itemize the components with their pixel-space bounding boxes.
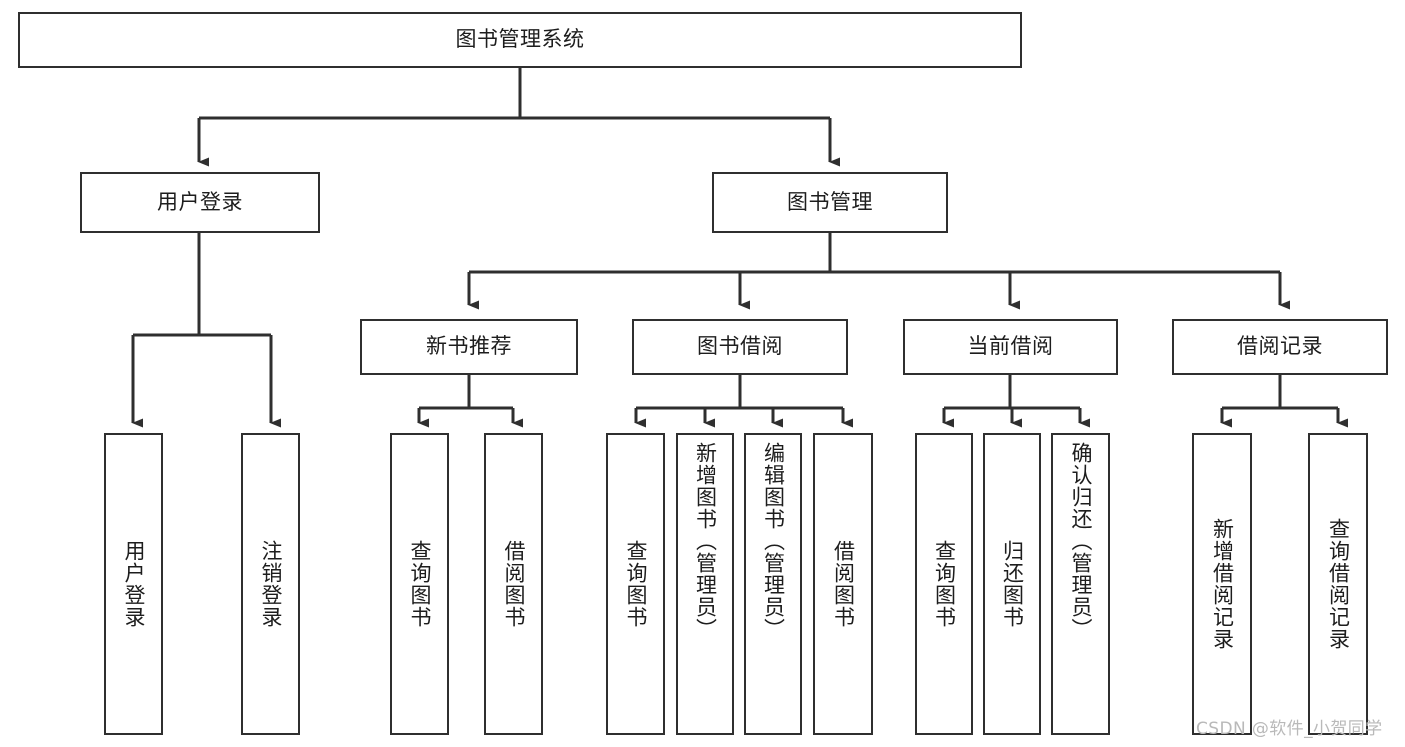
node-current-borrow[interactable]: 当前借阅 xyxy=(903,319,1118,375)
node-user-login[interactable]: 用户登录 xyxy=(80,172,320,233)
node-new-book-recommend-label: 新书推荐 xyxy=(426,334,512,359)
node-leaf-user-login-label: 用户登录 xyxy=(121,540,146,628)
node-leaf-return-book-label: 归还图书 xyxy=(1000,540,1025,628)
node-leaf-query-book-2-label: 查询图书 xyxy=(623,540,648,628)
node-leaf-confirm-return[interactable]: 确认归还（管理员） xyxy=(1051,433,1110,735)
node-leaf-edit-book[interactable]: 编辑图书（管理员） xyxy=(744,433,802,735)
node-leaf-query-book-3-label: 查询图书 xyxy=(932,540,957,628)
node-leaf-query-book-1[interactable]: 查询图书 xyxy=(390,433,449,735)
node-leaf-query-book-2[interactable]: 查询图书 xyxy=(606,433,665,735)
node-leaf-logout-login-label: 注销登录 xyxy=(258,540,283,628)
node-leaf-query-book-1-label: 查询图书 xyxy=(407,540,432,628)
node-book-borrow[interactable]: 图书借阅 xyxy=(632,319,848,375)
node-leaf-add-record[interactable]: 新增借阅记录 xyxy=(1192,433,1252,735)
node-leaf-borrow-book-1-label: 借阅图书 xyxy=(501,540,526,628)
node-leaf-query-book-3[interactable]: 查询图书 xyxy=(915,433,973,735)
node-book-borrow-label: 图书借阅 xyxy=(697,334,783,359)
node-book-manage[interactable]: 图书管理 xyxy=(712,172,948,233)
node-borrow-record[interactable]: 借阅记录 xyxy=(1172,319,1388,375)
node-leaf-add-book-label: 新增图书（管理员） xyxy=(693,442,718,640)
node-new-book-recommend[interactable]: 新书推荐 xyxy=(360,319,578,375)
node-leaf-borrow-book-2-label: 借阅图书 xyxy=(831,540,856,628)
node-leaf-logout-login[interactable]: 注销登录 xyxy=(241,433,300,735)
csdn-watermark: CSDN @软件_小贺同学 xyxy=(1196,719,1383,739)
node-leaf-borrow-book-2[interactable]: 借阅图书 xyxy=(813,433,873,735)
node-root[interactable]: 图书管理系统 xyxy=(18,12,1022,68)
node-leaf-user-login[interactable]: 用户登录 xyxy=(104,433,163,735)
node-leaf-return-book[interactable]: 归还图书 xyxy=(983,433,1041,735)
node-root-label: 图书管理系统 xyxy=(455,27,585,52)
node-leaf-add-book[interactable]: 新增图书（管理员） xyxy=(676,433,734,735)
node-leaf-borrow-book-1[interactable]: 借阅图书 xyxy=(484,433,543,735)
node-current-borrow-label: 当前借阅 xyxy=(967,334,1054,359)
node-leaf-confirm-return-label: 确认归还（管理员） xyxy=(1068,442,1093,640)
node-leaf-add-record-label: 新增借阅记录 xyxy=(1210,518,1235,650)
node-leaf-edit-book-label: 编辑图书（管理员） xyxy=(761,442,786,640)
node-borrow-record-label: 借阅记录 xyxy=(1237,334,1323,359)
node-leaf-query-record[interactable]: 查询借阅记录 xyxy=(1308,433,1368,735)
node-leaf-query-record-label: 查询借阅记录 xyxy=(1326,518,1351,650)
node-user-login-label: 用户登录 xyxy=(157,189,243,214)
node-book-manage-label: 图书管理 xyxy=(787,189,873,214)
